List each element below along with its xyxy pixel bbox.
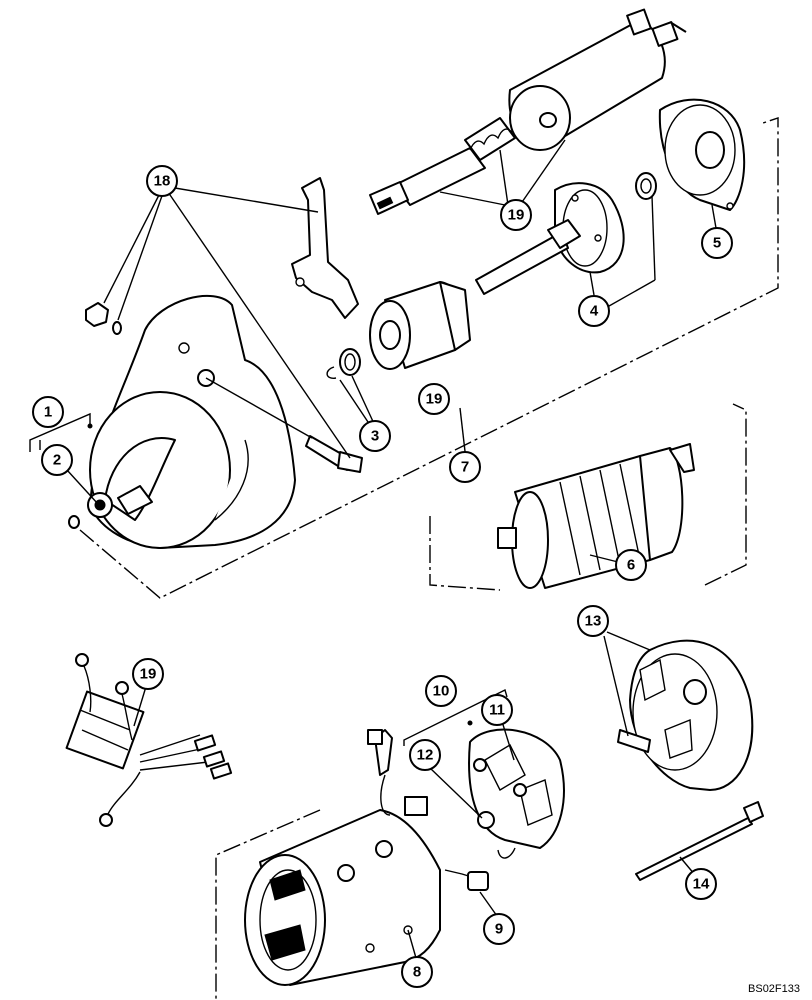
drive-end-housing [68,295,363,549]
drawing-code: BS02F133 [748,983,800,995]
yoke-group-outline [215,809,321,1000]
callout-14[interactable]: 14 [685,868,717,900]
callout-18[interactable]: 19 [418,383,450,415]
callout-label: 19 [426,391,443,408]
callout-3[interactable]: 3 [359,420,391,452]
callout-label: 6 [627,557,635,574]
callout-label: 2 [53,452,61,469]
commutator-end-cover [603,631,754,791]
callout-label: 13 [585,613,602,630]
callout-label: 18 [154,173,171,190]
callout-label: 1 [44,404,52,421]
callout-9[interactable]: 9 [483,913,515,945]
callout-label: 8 [413,964,421,981]
callout-label: 19 [508,207,525,224]
callout-4[interactable]: 4 [578,295,610,327]
callout-8[interactable]: 8 [401,956,433,988]
field-frame [244,729,498,986]
callout-11[interactable]: 11 [481,694,513,726]
callout-12[interactable]: 12 [409,739,441,771]
callout-2[interactable]: 2 [41,444,73,476]
callout-7[interactable]: 7 [449,451,481,483]
relay-harness [65,653,233,827]
shift-lever [291,177,359,319]
callout-label: 5 [713,235,721,252]
callout-leaders [29,185,351,505]
callout-13[interactable]: 13 [577,605,609,637]
callout-label: 11 [489,702,505,719]
callout-10[interactable]: 10 [425,675,457,707]
armature [497,443,695,589]
center-bracket-and-shaft [475,172,657,311]
callout-label: 3 [371,428,379,445]
solenoid-assembly [369,8,687,215]
callout-label: 4 [590,303,599,320]
callout-label: 19 [140,666,157,683]
callout-label: 12 [417,747,434,764]
callout-label: 14 [693,876,710,893]
callout-label: 7 [461,459,469,476]
callout-15[interactable]: 18 [146,165,178,197]
drive-end-cover [658,98,746,229]
callout-6[interactable]: 6 [615,549,647,581]
callout-16[interactable]: 19 [500,199,532,231]
callout-19[interactable]: 19 [132,658,164,690]
callout-5[interactable]: 5 [701,227,733,259]
armature-group-outline [429,403,747,591]
snap-ring-and-collar [326,348,377,429]
drive-pinion-assembly [369,281,471,370]
callout-1[interactable]: 1 [32,396,64,428]
callout-label: 9 [495,921,503,938]
callout-label: 10 [433,683,450,700]
brush-holder [403,688,565,859]
